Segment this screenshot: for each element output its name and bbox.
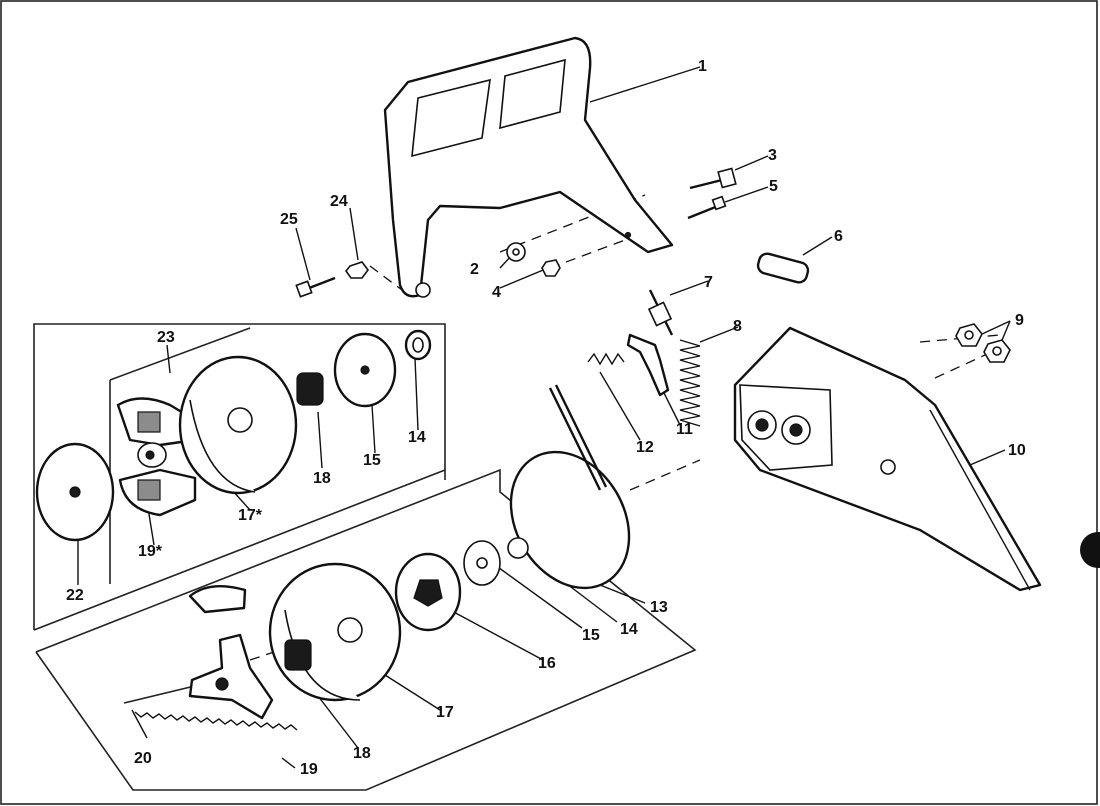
label-19-upper: 19* — [138, 543, 163, 560]
label-25: 25 — [280, 211, 298, 228]
part-clutch-spring — [134, 711, 298, 731]
part-spring — [679, 339, 701, 427]
label-23: 23 — [157, 329, 175, 346]
label-24: 24 — [330, 193, 348, 210]
part-cover-nut-2-hole — [992, 346, 1002, 356]
part-cover-disc-hole — [69, 486, 81, 498]
part-washer-upper-hole — [360, 365, 370, 375]
part-hex-nut — [344, 261, 369, 279]
label-4: 4 — [492, 284, 501, 301]
part-handguard — [383, 36, 674, 298]
label-14-upper: 14 — [408, 429, 426, 446]
part-washer-hole — [512, 248, 520, 256]
page-edge-mark — [1080, 532, 1100, 568]
label-17-lower: 17 — [436, 704, 454, 721]
label-16: 16 — [538, 655, 556, 672]
part-rim-sprocket — [394, 552, 462, 632]
label-14-lower: 14 — [620, 621, 638, 638]
part-thrust-washer-hole — [476, 557, 488, 569]
part-needle-bearing — [507, 537, 529, 559]
label-15-lower: 15 — [582, 627, 600, 644]
part-labels: 1 3 5 6 7 8 9 10 11 12 13 14 15 16 17 18… — [66, 58, 1026, 778]
part-tensioner-screw — [647, 289, 674, 336]
leader-lines — [77, 66, 1011, 769]
clutch-panel-outline-upper — [33, 323, 446, 630]
part-bolt — [689, 167, 737, 190]
label-7: 7 — [704, 274, 713, 291]
part-clutch-drum — [268, 562, 402, 702]
clutch-panel-outline-lower — [33, 469, 446, 631]
label-18-lower: 18 — [353, 745, 371, 762]
part-clutch-shoes — [116, 397, 197, 517]
part-cap — [756, 252, 810, 284]
part-screw — [295, 276, 336, 298]
sprocket-panel-outline — [35, 468, 697, 791]
label-17-upper: 17* — [238, 507, 263, 524]
label-22: 22 — [66, 587, 84, 604]
clutch-inner-bracket — [109, 327, 251, 381]
label-13: 13 — [650, 599, 668, 616]
part-clutch-drum-upper — [178, 355, 298, 495]
label-8: 8 — [733, 318, 742, 335]
label-9: 9 — [1015, 312, 1024, 329]
label-10: 10 — [1008, 442, 1026, 459]
part-needle-cage-upper — [296, 372, 324, 406]
part-sprocket-cover — [733, 326, 1042, 592]
label-2: 2 — [470, 261, 479, 278]
part-pin — [687, 195, 727, 220]
label-5: 5 — [769, 178, 778, 195]
part-cover-nut-1-hole — [964, 330, 974, 340]
part-nut — [541, 259, 561, 277]
label-19-lower: 19 — [300, 761, 318, 778]
part-needle-cage-lower — [284, 639, 312, 671]
part-e-clip-upper-hole — [412, 337, 424, 353]
label-6: 6 — [834, 228, 843, 245]
label-11: 11 — [676, 421, 693, 438]
part-clutch-hub-lower — [188, 584, 274, 720]
part-lever — [626, 333, 670, 397]
label-15-upper: 15 — [363, 452, 381, 469]
label-12: 12 — [636, 439, 654, 456]
label-20: 20 — [134, 750, 152, 767]
label-18-upper: 18 — [313, 470, 331, 487]
label-1: 1 — [698, 58, 707, 75]
label-3: 3 — [768, 147, 777, 164]
part-small-spring — [587, 352, 625, 366]
